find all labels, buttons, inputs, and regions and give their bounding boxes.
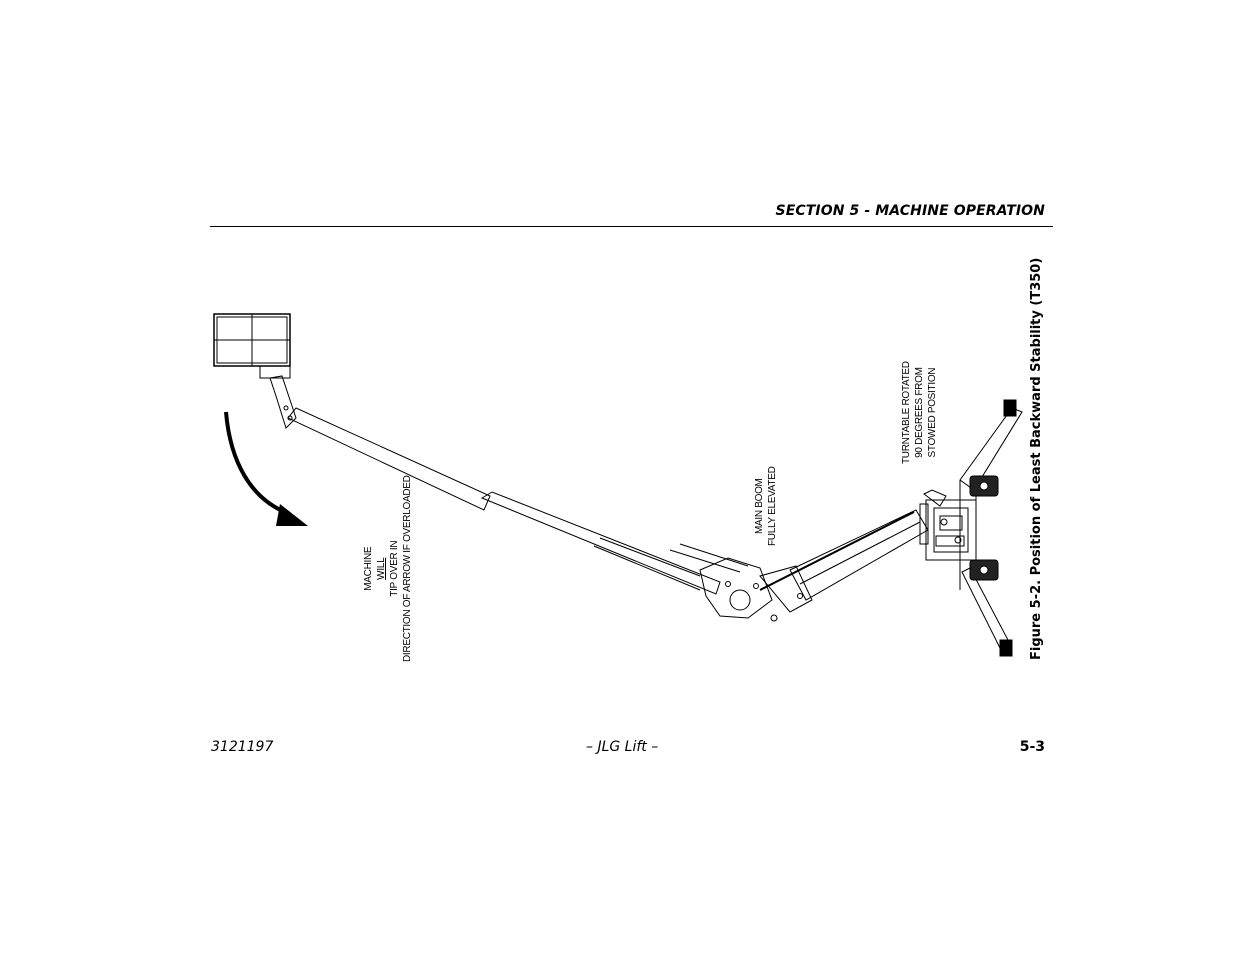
footer-center-title: – JLG Lift – [586,739,659,755]
label-boom-line1: MAIN BOOM [754,478,765,535]
label-turntable-line2: 90 DEGREES FROM [914,367,925,458]
figure-area: MACHINE WILL TIP OVER IN DIRECTION OF AR… [200,300,1060,720]
boom-lift-illustration [213,313,1023,657]
label-tip-will: WILL [376,557,387,580]
label-main-boom: MAIN BOOM FULLY ELEVATED [753,466,779,546]
header-rule [210,226,1053,227]
footer-page-number: 5-3 [1019,739,1045,755]
label-tip-line2: DIRECTION OF ARROW IF OVERLOADED [402,475,413,662]
label-turntable-line3: STOWED POSITION [927,367,938,458]
label-tip-prefix: MACHINE [363,546,374,591]
tip-direction-arrow-head [276,504,308,526]
section-header: SECTION 5 - MACHINE OPERATION [775,203,1045,219]
label-turntable-line1: TURNTABLE ROTATED [901,361,912,464]
figure-caption: Figure 5-2. Position of Least Backward S… [1029,257,1044,660]
label-tip-over: MACHINE WILL TIP OVER IN DIRECTION OF AR… [362,475,414,662]
footer-doc-number: 3121197 [211,739,274,755]
label-boom-line2: FULLY ELEVATED [767,466,778,546]
label-tip-suffix: TIP OVER IN [389,540,400,597]
label-turntable: TURNTABLE ROTATED 90 DEGREES FROM STOWED… [900,361,939,464]
platform-basket [213,313,291,379]
